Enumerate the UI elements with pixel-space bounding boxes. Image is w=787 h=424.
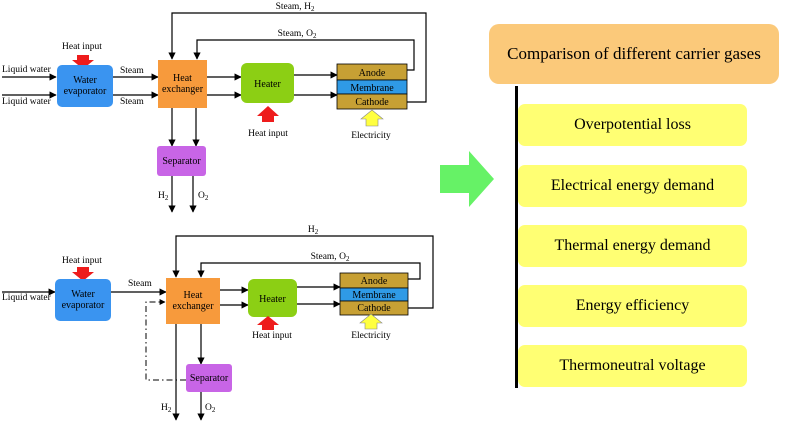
comparison-title-box: Comparison of different carrier gases: [489, 24, 779, 84]
bottom-membrane-label: Membrane: [352, 290, 396, 301]
comparison-item-overpotential: Overpotential loss: [518, 104, 747, 146]
comparison-title: Comparison of different carrier gases: [507, 44, 761, 63]
bottom-out-h2-label: H2: [161, 403, 172, 414]
bottom-cathode-label: Cathode: [357, 303, 391, 314]
comparison-item-thermoneutral: Thermoneutral voltage: [518, 345, 747, 387]
top-recycle-h2-label: Steam, H2: [276, 2, 315, 13]
top-evap-heat-arrow-icon: [72, 55, 94, 69]
big-green-arrow-icon: [440, 151, 494, 207]
comparison-vertical-line: [515, 86, 518, 388]
top-separator: [157, 146, 206, 176]
top-evap-heat-label: Heat input: [62, 42, 102, 52]
top-inlet-label-1: Liquid water: [2, 65, 52, 75]
comparison-item-label: Overpotential loss: [574, 116, 691, 133]
bottom-heater-heat-label: Heat input: [252, 331, 292, 341]
bottom-process-diagram: Liquid water Heat input Water evaporator…: [2, 225, 434, 421]
bottom-heater-heat-arrow-icon: [257, 316, 279, 330]
bottom-recycle-o2-label: Steam, O2: [311, 252, 350, 263]
top-heater-label: Heater: [254, 79, 281, 90]
bottom-separator-label: Separator: [190, 373, 229, 384]
top-process-diagram: Liquid water Liquid water Heat input Wat…: [2, 2, 427, 213]
comparison-item-label: Thermoneutral voltage: [559, 357, 706, 374]
top-electricity-arrow-icon: [360, 109, 384, 127]
top-anode-label: Anode: [359, 68, 386, 79]
bottom-electrolysis-cell: Anode Membrane Cathode: [339, 272, 409, 316]
top-electrolysis-cell: Anode Membrane Cathode: [336, 63, 408, 110]
top-cathode-label: Cathode: [355, 97, 389, 108]
bottom-evap-heat-label: Heat input: [62, 256, 102, 266]
bottom-dashdot-return-line: [145, 299, 186, 381]
comparison-item-label: Electrical energy demand: [550, 177, 715, 194]
comparison-item-thermal: Thermal energy demand: [518, 225, 747, 267]
bottom-separator: [186, 364, 232, 392]
bottom-evap-heat-arrow-icon: [72, 267, 94, 281]
top-water-evaporator: [57, 65, 113, 107]
top-heater: [241, 63, 294, 103]
comparison-item-label: Thermal energy demand: [554, 237, 711, 254]
comparison-item-label: Energy efficiency: [575, 297, 690, 314]
top-inlet-label-2: Liquid water: [2, 97, 52, 107]
bottom-heater: [248, 279, 297, 317]
bottom-anode-label: Anode: [361, 276, 388, 287]
top-recycle-o2-label: Steam, O2: [278, 29, 317, 40]
top-heater-heat-label: Heat input: [248, 129, 288, 139]
bottom-recycle-h2-line: [172, 235, 434, 309]
bottom-heater-label: Heater: [259, 294, 286, 305]
comparison-item-efficiency: Energy efficiency: [518, 285, 747, 327]
top-heat-exchanger-label: Heat exchanger: [161, 73, 204, 95]
bottom-heat-exchanger-label: Heat exchanger: [172, 290, 214, 312]
top-recycle-o2-line: [193, 39, 415, 71]
top-separator-label: Separator: [162, 156, 201, 167]
comparison-item-electrical: Electrical energy demand: [518, 165, 747, 207]
bottom-out-o2-label: O2: [205, 403, 216, 414]
top-out-o2-label: O2: [198, 191, 209, 202]
bottom-water-evaporator: [55, 279, 111, 321]
bottom-electricity-arrow-icon: [359, 313, 383, 330]
top-out-h2-label: H2: [158, 191, 169, 202]
top-heat-exchanger: [158, 60, 207, 108]
bottom-recycle-o2-line: [197, 262, 421, 280]
bottom-recycle-h2-label: H2: [308, 225, 319, 236]
bottom-electricity-label: Electricity: [351, 331, 391, 341]
bottom-inlet-label: Liquid water: [2, 293, 52, 303]
top-membrane-label: Membrane: [350, 83, 394, 94]
top-steam-label-1: Steam: [120, 66, 144, 76]
bottom-steam-label: Steam: [128, 279, 152, 289]
bottom-evaporator-label: Water evaporator: [61, 289, 105, 311]
top-recycle-h2-line: [168, 12, 427, 103]
top-evaporator-label: Water evaporator: [63, 75, 107, 97]
bottom-heat-exchanger: [166, 278, 220, 324]
top-steam-label-2: Steam: [120, 97, 144, 107]
top-electricity-label: Electricity: [351, 131, 391, 141]
top-heater-heat-arrow-icon: [257, 106, 279, 122]
